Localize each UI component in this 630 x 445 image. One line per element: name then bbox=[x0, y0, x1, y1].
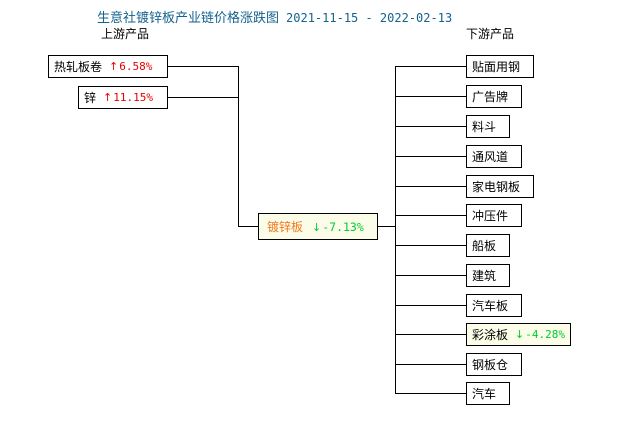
node-change-value: 11.15% bbox=[113, 91, 153, 104]
downstream-node-8[interactable]: 汽车板 bbox=[466, 294, 522, 317]
downstream-node-5[interactable]: 冲压件 bbox=[466, 204, 522, 227]
node-label: 热轧板卷 bbox=[54, 60, 103, 74]
node-change: ↓-7.13% bbox=[312, 220, 364, 234]
connector-upstream-2 bbox=[168, 97, 239, 98]
down-arrow-icon: ↓ bbox=[312, 220, 322, 234]
downstream-node-4[interactable]: 家电钢板 bbox=[466, 175, 534, 198]
connector-downstream-stub bbox=[395, 66, 466, 67]
connector-center-to-downstream bbox=[378, 226, 396, 227]
node-change: ↑11.15% bbox=[103, 91, 153, 104]
connector-downstream-stub bbox=[395, 364, 466, 365]
node-label: 家电钢板 bbox=[472, 180, 521, 194]
node-label: 汽车板 bbox=[472, 299, 509, 313]
downstream-node-9[interactable]: 彩涂板 ↓-4.28% bbox=[466, 323, 571, 346]
downstream-node-3[interactable]: 通风道 bbox=[466, 145, 522, 168]
downstream-node-11[interactable]: 汽车 bbox=[466, 382, 510, 405]
node-change-value: 6.58% bbox=[119, 60, 153, 73]
node-label: 贴面用钢 bbox=[472, 60, 521, 74]
downstream-node-7[interactable]: 建筑 bbox=[466, 264, 510, 287]
upstream-node-0[interactable]: 热轧板卷 ↑6.58% bbox=[48, 55, 168, 78]
downstream-node-0[interactable]: 贴面用钢 bbox=[466, 55, 534, 78]
connector-downstream-stub bbox=[395, 96, 466, 97]
connector-downstream-stub bbox=[395, 245, 466, 246]
node-label: 船板 bbox=[472, 239, 497, 253]
upstream-column-header: 上游产品 bbox=[101, 27, 150, 41]
node-change-value: -4.28% bbox=[525, 328, 565, 341]
downstream-node-10[interactable]: 钢板仓 bbox=[466, 353, 522, 376]
node-change-value: -7.13% bbox=[322, 219, 364, 234]
connector-downstream-stub bbox=[395, 215, 466, 216]
node-change: ↓-4.28% bbox=[515, 328, 565, 341]
connector-downstream-stub bbox=[395, 275, 466, 276]
node-label: 钢板仓 bbox=[472, 358, 509, 372]
chart-title: 生意社镀锌板产业链价格涨跌图 2021-11-15 - 2022-02-13 bbox=[97, 7, 452, 26]
node-label: 镀锌板 bbox=[267, 220, 304, 234]
downstream-node-2[interactable]: 料斗 bbox=[466, 115, 510, 138]
node-label: 冲压件 bbox=[472, 209, 509, 223]
connector-downstream-bus bbox=[395, 66, 396, 393]
node-label: 通风道 bbox=[472, 150, 509, 164]
connector-downstream-stub bbox=[395, 156, 466, 157]
up-arrow-icon: ↑ bbox=[103, 91, 113, 104]
connector-upstream-to-center bbox=[238, 226, 259, 227]
chart-date-range: 2021-11-15 - 2022-02-13 bbox=[286, 11, 453, 25]
connector-upstream-1 bbox=[168, 66, 239, 67]
downstream-column-header: 下游产品 bbox=[466, 27, 515, 41]
connector-upstream-bus bbox=[238, 66, 239, 227]
node-label: 料斗 bbox=[472, 120, 497, 134]
connector-downstream-stub bbox=[395, 126, 466, 127]
node-label: 锌 bbox=[84, 91, 97, 105]
downstream-node-6[interactable]: 船板 bbox=[466, 234, 510, 257]
downstream-node-1[interactable]: 广告牌 bbox=[466, 85, 522, 108]
node-label: 汽车 bbox=[472, 387, 497, 401]
chart-title-text: 生意社镀锌板产业链价格涨跌图 bbox=[97, 11, 280, 26]
node-change: ↑6.58% bbox=[109, 60, 152, 73]
node-label: 建筑 bbox=[472, 269, 497, 283]
up-arrow-icon: ↑ bbox=[109, 60, 119, 73]
connector-downstream-stub bbox=[395, 305, 466, 306]
upstream-node-1[interactable]: 锌 ↑11.15% bbox=[78, 86, 168, 109]
node-label: 广告牌 bbox=[472, 90, 509, 104]
connector-downstream-stub bbox=[395, 393, 466, 394]
center-node-galvanized-sheet[interactable]: 镀锌板 ↓-7.13% bbox=[258, 213, 378, 240]
down-arrow-icon: ↓ bbox=[515, 328, 525, 341]
connector-downstream-stub bbox=[395, 334, 466, 335]
connector-downstream-stub bbox=[395, 186, 466, 187]
node-label: 彩涂板 bbox=[472, 328, 509, 342]
